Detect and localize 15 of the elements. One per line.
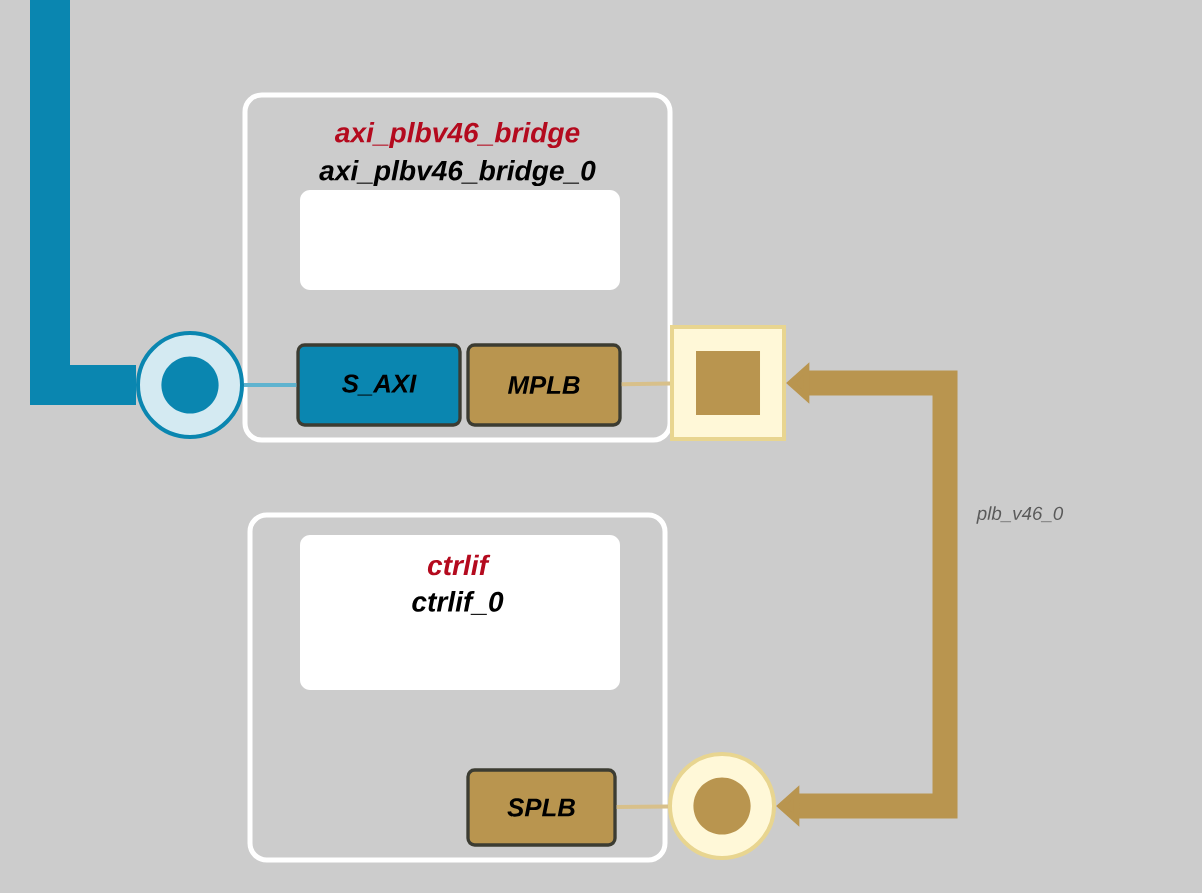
instance-name: ctrlif_0: [412, 591, 504, 615]
instance-name: axi_plbv46_bridge_0: [319, 159, 596, 187]
connection-line: [30, 0, 136, 405]
port-box: MPLB: [466, 343, 622, 427]
component-type: axi_plbv46_bridge: [334, 121, 580, 149]
connection-line: [244, 383, 297, 387]
bus-connector-circle: [668, 752, 776, 860]
port-box: SPLB: [466, 768, 617, 847]
bus-label: plb_v46_0: [976, 506, 1064, 524]
connection-line: [616, 804, 669, 809]
connection-line: [621, 381, 671, 387]
port-box: S_AXI: [296, 343, 462, 427]
bus-connector-square: [670, 325, 786, 441]
component-type: ctrlif: [427, 554, 491, 576]
bus-connector-circle: [136, 331, 244, 439]
